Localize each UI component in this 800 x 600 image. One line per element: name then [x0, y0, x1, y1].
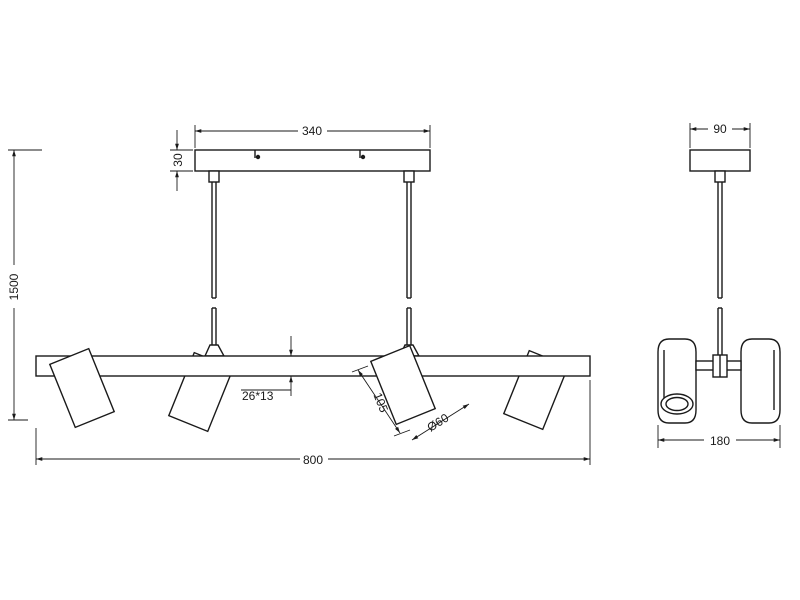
side-spotlight-right [740, 338, 781, 424]
light-bar [35, 355, 591, 377]
ceiling-canopy [194, 149, 431, 172]
dimension-overall-length: 800 [35, 380, 591, 467]
dimension-label-26x13: 26*13 [242, 389, 274, 403]
suspension-rod-right [398, 170, 421, 357]
dimension-canopy-height: 30 [170, 130, 193, 191]
dimension-canopy-width: 340 [194, 124, 431, 148]
spotlight-1 [48, 347, 116, 429]
dimension-label-d60: Ø60 [425, 410, 452, 434]
dimension-label-800: 800 [303, 453, 323, 467]
canopy-screw-right [359, 150, 366, 160]
suspension-rod-left [203, 170, 226, 357]
canopy-screw-left [254, 150, 261, 160]
dimension-side-overall-width: 180 [657, 425, 781, 448]
dimension-label-1500: 1500 [7, 273, 21, 300]
side-canopy [689, 149, 751, 172]
dimension-label-30: 30 [171, 153, 185, 167]
dimension-overall-height: 1500 [7, 149, 42, 421]
front-view [35, 149, 591, 433]
dimension-label-180: 180 [710, 434, 730, 448]
dimension-side-canopy-width: 90 [689, 122, 751, 148]
dimension-label-90: 90 [713, 122, 727, 136]
side-connector [695, 354, 742, 378]
dimension-bar-section: 26*13 [241, 336, 293, 403]
dimension-label-340: 340 [302, 124, 322, 138]
side-view [657, 149, 781, 424]
side-spotlight-left [657, 338, 697, 424]
